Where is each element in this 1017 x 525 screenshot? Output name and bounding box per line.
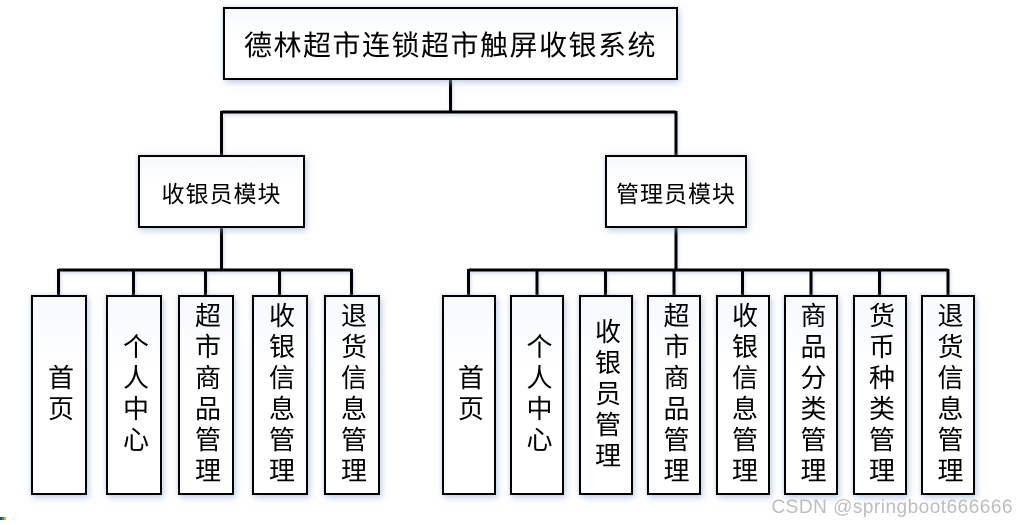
leaf-node: 个人中心	[105, 295, 162, 495]
leaf-node: 超市商品管理	[177, 295, 234, 495]
module-label: 收银员模块	[161, 180, 282, 207]
module-label: 管理员模块	[616, 180, 736, 207]
leaf-node: 收银员管理	[578, 295, 633, 495]
leaf-label: 超市商品管理	[191, 302, 221, 488]
leaf-node: 收银信息管理	[715, 295, 770, 495]
leaf-label: 收银信息管理	[265, 302, 295, 488]
leaf-node: 商品分类管理	[784, 295, 838, 495]
leaf-node: 首页	[30, 295, 87, 495]
module-node-cashier: 收银员模块	[138, 155, 305, 228]
module-node-admin: 管理员模块	[605, 155, 747, 228]
leaf-label: 货币种类管理	[865, 302, 895, 488]
leaf-label: 退货信息管理	[337, 302, 367, 488]
leaf-label: 退货信息管理	[934, 302, 963, 488]
leaf-node: 收银信息管理	[251, 295, 308, 495]
favicon-sliver-artifact	[0, 517, 6, 523]
leaf-label: 收银信息管理	[728, 302, 758, 488]
leaf-label: 首页	[454, 364, 484, 426]
leaf-label: 首页	[44, 364, 74, 426]
root-title: 德林超市连锁超市触屏收银系统	[243, 30, 657, 62]
leaf-label: 超市商品管理	[660, 302, 689, 488]
leaf-node: 首页	[441, 295, 496, 495]
leaf-node: 退货信息管理	[921, 295, 975, 495]
leaf-node: 货币种类管理	[852, 295, 907, 495]
root-node: 德林超市连锁超市触屏收银系统	[223, 7, 678, 80]
leaf-label: 收银员管理	[591, 317, 621, 473]
csdn-watermark: CSDN @springboot666666	[771, 497, 1013, 518]
leaf-node: 超市商品管理	[647, 295, 701, 495]
leaf-node: 个人中心	[510, 295, 564, 495]
leaf-label: 个人中心	[119, 333, 149, 457]
leaf-node: 退货信息管理	[323, 295, 380, 495]
leaf-label: 个人中心	[523, 333, 552, 457]
leaf-label: 商品分类管理	[797, 302, 826, 488]
